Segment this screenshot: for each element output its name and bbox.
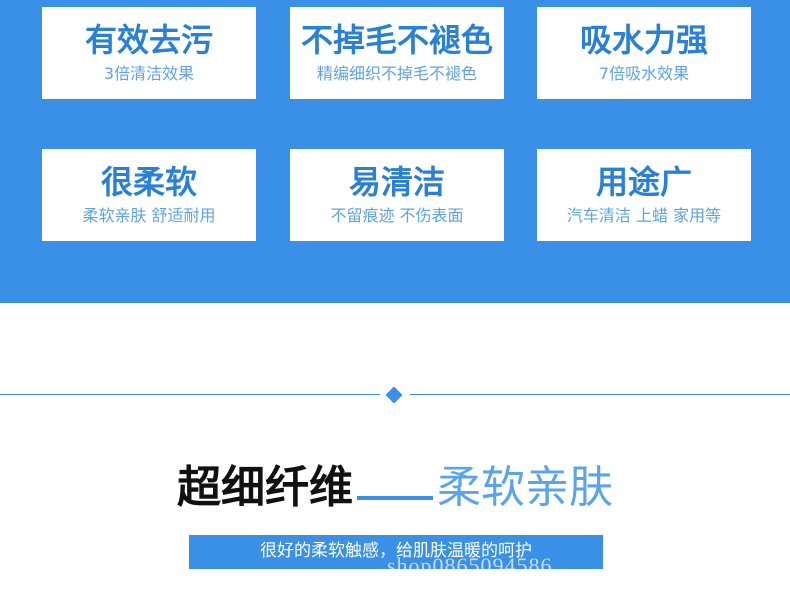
- feature-subtitle: 汽车清洁 上蜡 家用等: [566, 206, 722, 225]
- section-headline: 超细纤维 柔软亲肤: [0, 460, 790, 525]
- headline-main: 超细纤维: [177, 462, 353, 513]
- feature-title: 不掉毛不褪色: [300, 21, 493, 59]
- feature-title: 吸水力强: [579, 21, 708, 59]
- headline-dash: [357, 495, 433, 500]
- caption-text: 很好的柔软触感，给肌肤温暖的呵护: [260, 541, 532, 561]
- section-divider-right: [410, 394, 790, 395]
- feature-title: 很柔软: [100, 163, 197, 201]
- feature-title: 用途广: [595, 163, 692, 201]
- feature-card-absorbency: 吸水力强 7倍吸水效果: [537, 7, 751, 99]
- feature-card-no-lint: 不掉毛不褪色 精编细织不掉毛不褪色: [290, 7, 504, 99]
- shop-watermark: shop0865094586: [387, 553, 553, 569]
- feature-card-versatile: 用途广 汽车清洁 上蜡 家用等: [537, 149, 751, 241]
- feature-subtitle: 7倍吸水效果: [598, 64, 690, 83]
- caption-bar: 很好的柔软触感，给肌肤温暖的呵护 shop0865094586: [189, 535, 603, 569]
- feature-card-softness: 很柔软 柔软亲肤 舒适耐用: [42, 149, 256, 241]
- section-divider-left: [0, 394, 380, 395]
- feature-card-stain-removal: 有效去污 3倍清洁效果: [42, 7, 256, 99]
- feature-panel: 有效去污 3倍清洁效果 不掉毛不褪色 精编细织不掉毛不褪色 吸水力强 7倍吸水效…: [0, 0, 790, 303]
- feature-subtitle: 精编细织不掉毛不褪色: [316, 64, 477, 83]
- headline-accent: 柔软亲肤: [437, 462, 613, 513]
- feature-title: 有效去污: [84, 21, 213, 59]
- diamond-icon: [385, 386, 403, 404]
- feature-subtitle: 不留痕迹 不伤表面: [330, 206, 464, 225]
- feature-subtitle: 柔软亲肤 舒适耐用: [82, 206, 216, 225]
- feature-subtitle: 3倍清洁效果: [103, 64, 195, 83]
- feature-card-easy-clean: 易清洁 不留痕迹 不伤表面: [290, 149, 504, 241]
- feature-title: 易清洁: [348, 163, 445, 201]
